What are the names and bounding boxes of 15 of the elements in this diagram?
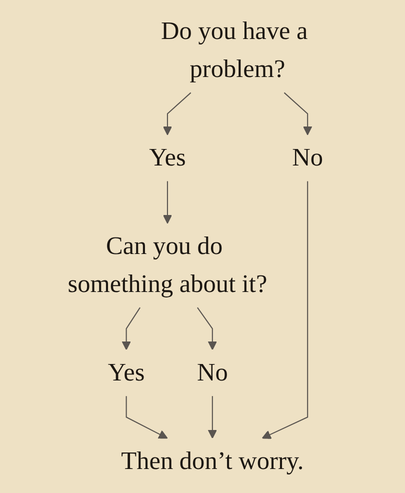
arrow	[162, 92, 192, 136]
arrow	[162, 181, 172, 224]
node-text: Can you do something about it?	[68, 232, 268, 298]
arrow	[122, 307, 140, 350]
node-text: Yes	[108, 359, 145, 387]
arrow	[126, 396, 168, 439]
arrow	[284, 92, 312, 136]
node-text: Then don’t worry.	[121, 448, 304, 476]
node-text: No	[196, 359, 228, 387]
node-text: Yes	[149, 144, 186, 172]
arrow	[208, 396, 218, 439]
arrow	[262, 181, 308, 439]
arrow	[197, 307, 218, 350]
node-text: No	[292, 144, 324, 172]
node-text: Do you have a problem?	[160, 18, 308, 84]
